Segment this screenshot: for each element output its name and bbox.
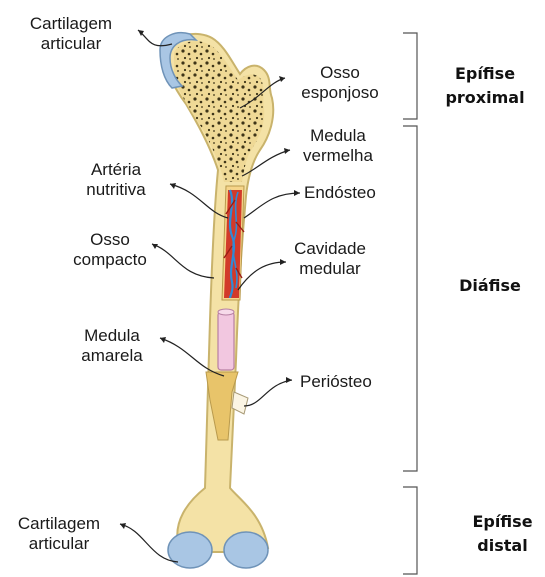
bracket-epifise-proximal bbox=[403, 33, 417, 119]
region-diafise: Diáfise bbox=[450, 274, 530, 298]
label-line: Artéria bbox=[66, 160, 166, 180]
region-line: distal bbox=[460, 534, 545, 558]
label-line: compacto bbox=[60, 250, 160, 270]
yellow-marrow bbox=[218, 312, 234, 370]
label-line: esponjoso bbox=[290, 83, 390, 103]
region-line: Epífise bbox=[460, 510, 545, 534]
label-line: Medula bbox=[288, 126, 388, 146]
arrow-cavidade bbox=[238, 262, 286, 290]
region-epifise-proximal: Epífise proximal bbox=[435, 62, 535, 110]
label-cavidade-medular: Cavidade medular bbox=[280, 239, 380, 279]
cartilage-distal-left bbox=[168, 532, 212, 568]
label-line: Cartilagem bbox=[4, 514, 114, 534]
label-line: medular bbox=[280, 259, 380, 279]
arrow-osso-compacto bbox=[152, 244, 214, 278]
region-line: Epífise bbox=[435, 62, 535, 86]
label-medula-amarela: Medula amarela bbox=[62, 326, 162, 366]
label-osso-compacto: Osso compacto bbox=[60, 230, 160, 270]
label-arteria-nutritiva: Artéria nutritiva bbox=[66, 160, 166, 200]
cartilage-distal-right bbox=[224, 532, 268, 568]
label-line: Osso bbox=[290, 63, 390, 83]
label-endosteo: Endósteo bbox=[304, 183, 376, 203]
label-line: Osso bbox=[60, 230, 160, 250]
label-line: nutritiva bbox=[66, 180, 166, 200]
label-osso-esponjoso: Osso esponjoso bbox=[290, 63, 390, 103]
bracket-diafise bbox=[403, 126, 417, 471]
label-periosteo: Periósteo bbox=[300, 372, 372, 392]
label-line: Medula bbox=[62, 326, 162, 346]
bracket-epifise-distal bbox=[403, 487, 417, 574]
label-line: Cavidade bbox=[280, 239, 380, 259]
region-brackets bbox=[403, 33, 417, 574]
region-epifise-distal: Epífise distal bbox=[460, 510, 545, 558]
label-cartilagem-articular-top: Cartilagem articular bbox=[16, 14, 126, 54]
arrow-periosteo bbox=[244, 380, 292, 406]
label-cartilagem-articular-bottom: Cartilagem articular bbox=[4, 514, 114, 554]
label-line: articular bbox=[4, 534, 114, 554]
label-line: articular bbox=[16, 34, 126, 54]
label-line: Cartilagem bbox=[16, 14, 126, 34]
label-line: amarela bbox=[62, 346, 162, 366]
label-line: vermelha bbox=[288, 146, 388, 166]
label-medula-vermelha: Medula vermelha bbox=[288, 126, 388, 166]
arrow-endosteo bbox=[244, 193, 300, 218]
region-line: proximal bbox=[435, 86, 535, 110]
